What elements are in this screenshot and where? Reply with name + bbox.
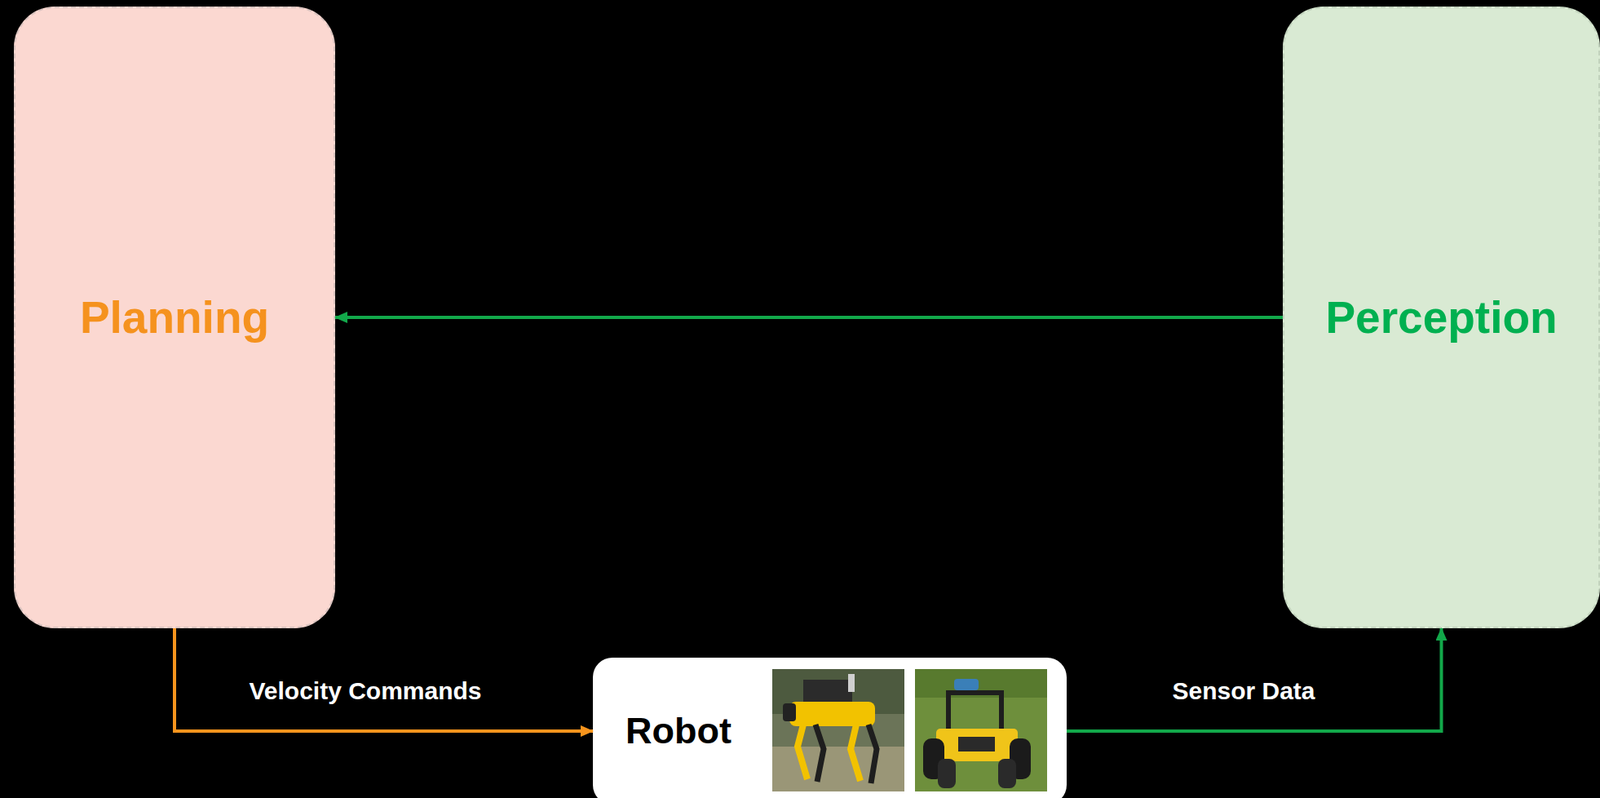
edge-label: Velocity Commands [248,676,482,705]
connector-arrow [335,315,1283,319]
node-title: Robot [625,709,732,752]
node-title: Perception [1325,291,1557,344]
connector-arrow [1066,627,1442,731]
process-box: Perception [1282,6,1600,628]
connector-arrow [174,627,593,731]
edge-label: Sensor Data [1171,676,1315,705]
robot-box: Robot [592,657,1067,798]
node-title: Planning [79,291,270,344]
process-box: Planning [13,6,336,628]
